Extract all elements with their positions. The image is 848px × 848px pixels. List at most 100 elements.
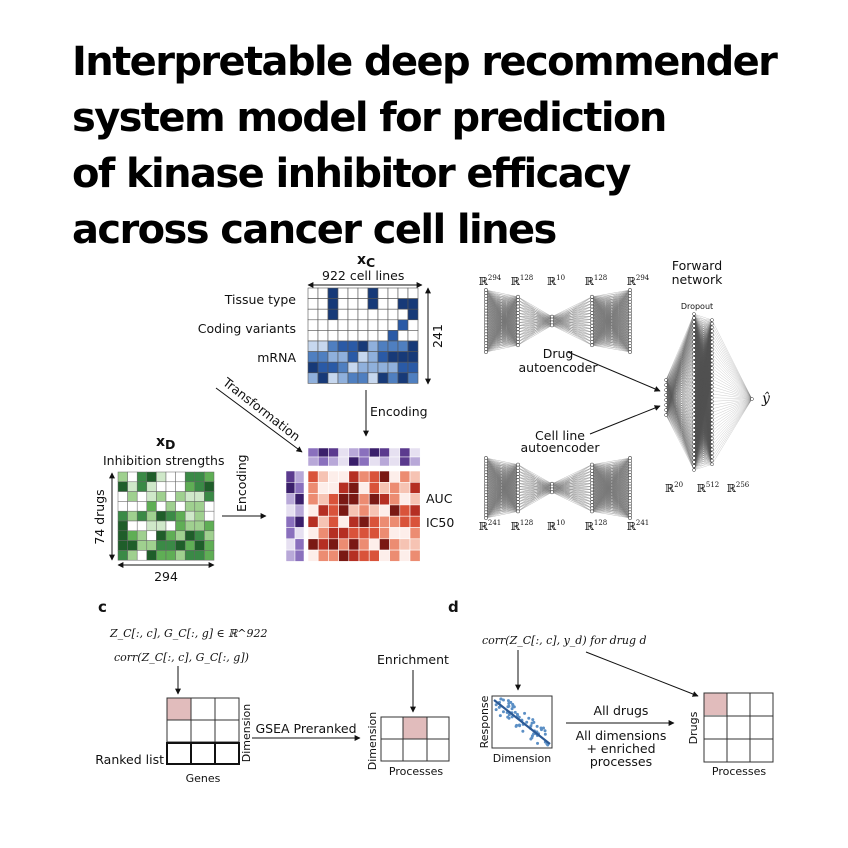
y-cell [317,493,329,506]
ae-edge [485,319,519,353]
ae-edge [485,489,519,493]
fwd-edge [665,381,695,416]
fwd-node [664,408,668,412]
fwd-edge [665,313,695,406]
ae-edge [551,322,593,339]
fwd-edge [711,398,753,420]
ae-edge [517,489,553,512]
ae-edge [485,316,519,353]
xd-cell [156,520,167,532]
ae-edge [591,457,631,509]
xd-cell [184,481,196,492]
ae-node [516,333,520,338]
fwd-node [710,344,714,348]
ae-edge [591,292,631,346]
xd-cell [136,520,148,532]
dropout-label: Dropout [681,302,713,311]
ae-edge [485,345,519,353]
fwd-edge [693,368,713,471]
fwd-edge [665,414,695,439]
ae-node [590,340,594,344]
fwd-edge [665,399,695,467]
ae-edge [551,316,593,320]
ae-edge [591,289,631,304]
xd-cell [165,540,176,551]
ae-edge [485,464,519,504]
ae-edge [485,319,519,323]
ae-node [516,493,520,498]
ae-edge [485,464,519,470]
drugs-74-label: 74 drugs [92,489,107,544]
fwd-edge [665,385,695,416]
ae-node [484,350,488,354]
zd-cell [285,470,296,483]
fwd-node [692,384,696,388]
ae-node [590,487,594,492]
y-cell [307,504,319,517]
fwd-edge [693,345,713,471]
fwd-edge [665,414,695,431]
ae-node [590,307,594,312]
fwd-edge [693,319,713,347]
ae-edge [551,325,593,333]
xd-cell [175,540,186,551]
fwd-node [710,455,714,459]
ae-edge [485,296,519,311]
xc-cell [357,319,369,331]
ae-edge [517,322,553,339]
zd-cell [294,515,305,528]
ae-edge [485,498,519,519]
xd-cell [165,491,176,502]
fwd-edge [693,319,713,355]
xd-cell [156,501,167,512]
ae-edge [591,289,631,317]
ae-edge [517,322,553,343]
scatter-point [542,726,546,730]
ae-node [516,304,520,309]
ae-edge [485,295,519,297]
ae-edge [551,296,593,323]
xd-cell [175,471,186,483]
ae-edge [485,464,519,493]
y-cell [348,493,360,506]
ae-node [590,475,594,479]
ae-edge [591,472,631,512]
ae-edge [551,322,593,330]
ae-node [590,298,594,302]
ae-edge [517,483,553,512]
ae-edge [551,296,593,317]
fwd-edge [665,399,695,471]
ae-edge [517,483,553,500]
ae-edge [517,483,553,503]
ae-edge [551,312,593,326]
fwd-edge [693,319,713,411]
xc-cell [367,361,379,374]
y-cell [317,538,329,551]
fwd-node [664,388,668,392]
xd-cell [184,540,196,551]
response-matrix [307,470,421,562]
ae-edge [551,309,593,317]
fwd-edge [665,389,695,416]
ae-edge [517,476,553,487]
cell-ae-label-1: Cell line [535,428,585,443]
ae-edge [485,316,519,323]
xc-cell [357,361,369,374]
dim-label: ℝ128 [511,274,534,288]
fwd-edge [665,399,695,447]
xd-cell [184,510,196,522]
fwd-node [664,393,668,397]
zd-cell [294,527,305,540]
ae-edge [591,457,631,484]
ae-node [516,503,520,508]
ae-edge [591,460,631,465]
y-cell [389,481,401,494]
ae-edge [517,316,553,336]
dim-label: ℝ256 [727,481,750,495]
zc-cell [317,447,329,458]
ae-edge [517,296,553,320]
ae-edge [485,322,519,353]
fwd-edge [665,329,695,401]
ae-edge [591,497,631,512]
fwd-edge [693,319,713,375]
